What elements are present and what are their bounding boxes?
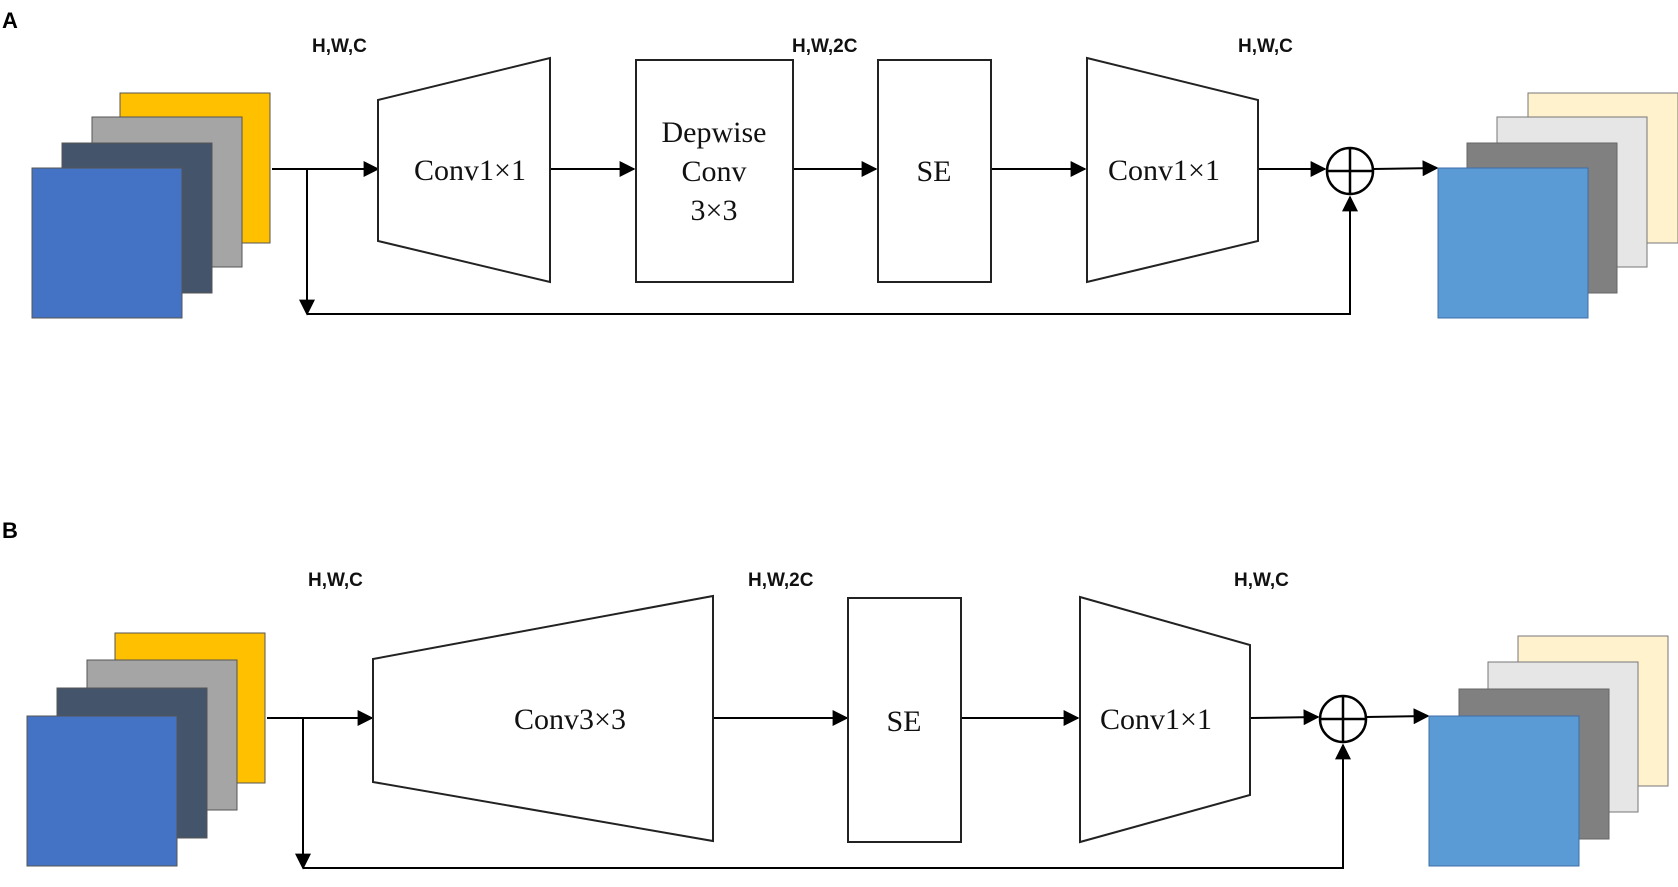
conv1x1-project-block: Conv1×1 [1079,595,1251,844]
conv1x1-project-block: Conv1×1 [1086,56,1259,284]
arrow-add-to-output [1365,708,1430,725]
dim-label-expanded: H,W,2C [792,36,858,57]
block-label-line2: Conv [681,155,746,188]
dim-label-input: H,W,C [308,570,363,591]
panel-b: B H,W,C H,W,2C H,W,C Conv3×3 SE [2,518,1669,870]
dim-label-output: H,W,C [1238,36,1293,57]
block-label-line3: 3×3 [691,194,738,227]
output-feature-stack [1428,635,1669,867]
input-feature-stack [26,632,266,867]
skip-connection [303,743,1351,869]
se-block: SE [847,597,962,843]
block-label: Conv3×3 [514,703,626,736]
arrow-add-to-output [1372,160,1439,177]
input-feature-map [26,715,178,867]
se-block: SE [877,59,992,283]
plus-circle-icon [1325,146,1375,196]
depthwise-conv-block: Depwise Conv 3×3 [635,59,794,283]
block-label: Conv1×1 [1100,703,1212,736]
input-feature-stack [31,92,271,319]
arrow-conv-to-add [1249,709,1320,726]
conv1x1-expand-block: Conv1×1 [377,56,551,284]
dim-label-input: H,W,C [312,36,367,57]
block-label: SE [886,705,921,738]
output-feature-map [1437,167,1589,319]
panel-label-b: B [2,518,18,543]
plus-circle-icon [1318,694,1368,744]
block-label-line1: Depwise [662,116,767,149]
dim-label-output: H,W,C [1234,570,1289,591]
block-label: SE [916,155,951,188]
output-feature-stack [1437,92,1678,319]
skip-connection [307,195,1358,315]
panel-label-a: A [2,8,18,33]
panel-a: A H,W,C H,W,2C H,W,C Conv1×1 Depwise C [2,8,1678,319]
output-feature-map [1428,715,1580,867]
dim-label-expanded: H,W,2C [748,570,814,591]
conv3x3-block: Conv3×3 [372,594,714,843]
input-feature-map [31,167,183,319]
block-label: Conv1×1 [1108,154,1220,187]
block-label: Conv1×1 [414,154,526,187]
